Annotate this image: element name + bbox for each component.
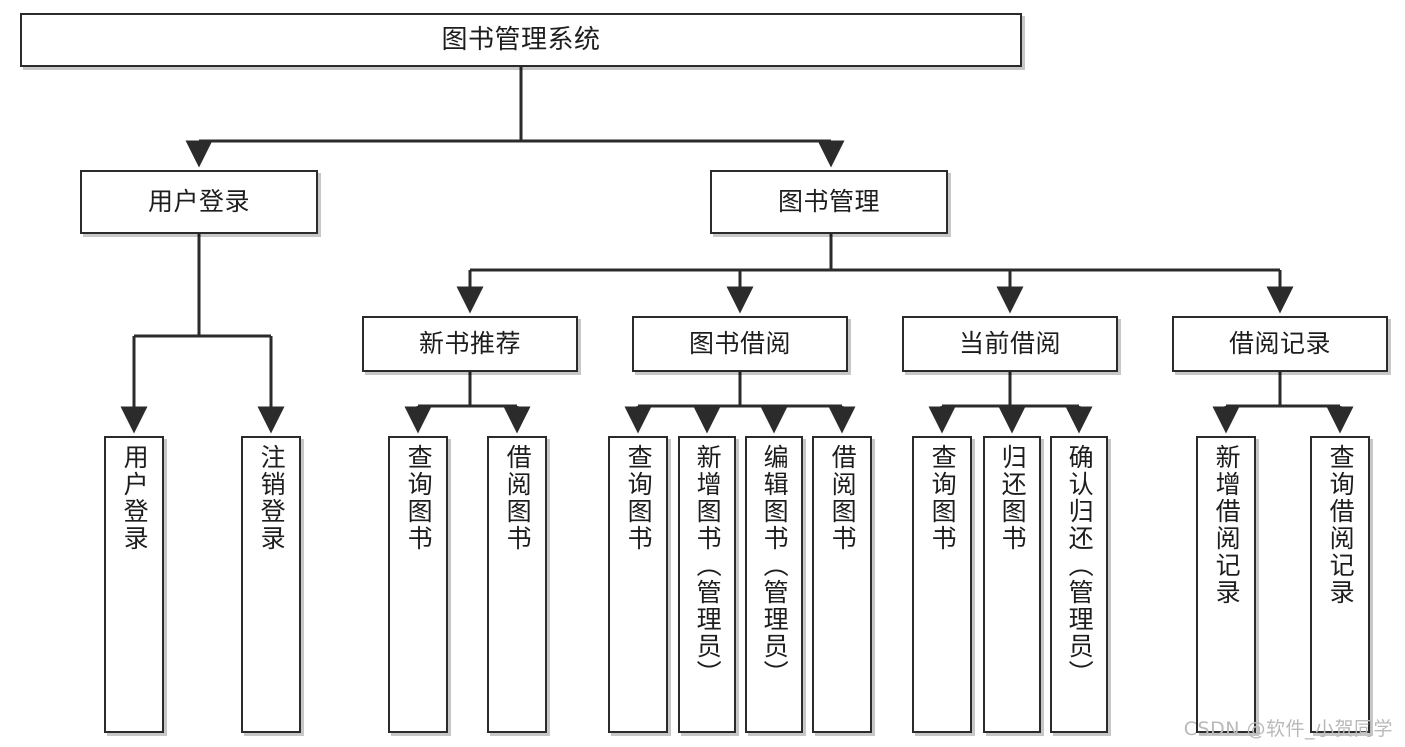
node-label: 编辑图书（管理员） <box>760 444 790 687</box>
node-label: 用户登录 <box>120 444 150 552</box>
node-user-login[interactable]: 用户登录 <box>80 170 318 234</box>
node-leaf-query-book-borrow[interactable]: 查询图书 <box>608 436 668 733</box>
node-leaf-edit-book-admin[interactable]: 编辑图书（管理员） <box>745 436 803 733</box>
node-leaf-borrow-book[interactable]: 借阅图书 <box>812 436 872 733</box>
node-leaf-user-login[interactable]: 用户登录 <box>104 436 164 733</box>
watermark-text: CSDN @软件_小贺同学 <box>1183 718 1393 740</box>
node-label: 归还图书 <box>998 444 1028 552</box>
node-label: 新书推荐 <box>418 329 521 359</box>
node-book-borrow[interactable]: 图书借阅 <box>632 316 848 372</box>
node-leaf-query-book-current[interactable]: 查询图书 <box>912 436 972 733</box>
node-leaf-query-book-recommend[interactable]: 查询图书 <box>388 436 448 733</box>
node-leaf-confirm-return-admin[interactable]: 确认归还（管理员） <box>1050 436 1108 733</box>
node-label: 查询图书 <box>928 444 958 552</box>
node-label: 查询图书 <box>624 444 654 552</box>
node-label: 借阅图书 <box>503 444 533 552</box>
node-leaf-add-book-admin[interactable]: 新增图书（管理员） <box>678 436 736 733</box>
node-label: 借阅记录 <box>1228 329 1331 359</box>
node-leaf-borrow-book-recommend[interactable]: 借阅图书 <box>487 436 547 733</box>
node-leaf-return-book[interactable]: 归还图书 <box>983 436 1041 733</box>
node-leaf-add-borrow-record[interactable]: 新增借阅记录 <box>1196 436 1256 733</box>
node-new-book-recommend[interactable]: 新书推荐 <box>362 316 578 372</box>
node-label: 新增借阅记录 <box>1212 444 1242 606</box>
node-label: 图书管理 <box>777 187 880 217</box>
node-borrow-record[interactable]: 借阅记录 <box>1172 316 1388 372</box>
node-label: 图书管理系统 <box>441 24 601 55</box>
node-current-borrow[interactable]: 当前借阅 <box>902 316 1118 372</box>
node-label: 当前借阅 <box>958 329 1061 359</box>
node-label: 确认归还（管理员） <box>1065 444 1095 687</box>
node-label: 借阅图书 <box>828 444 858 552</box>
node-label: 用户登录 <box>147 187 250 217</box>
node-book-management[interactable]: 图书管理 <box>710 170 948 234</box>
node-label: 查询图书 <box>404 444 434 552</box>
node-label: 新增图书（管理员） <box>693 444 723 687</box>
node-label: 注销登录 <box>257 444 287 552</box>
node-leaf-query-borrow-record[interactable]: 查询借阅记录 <box>1310 436 1370 733</box>
node-root-book-management-system[interactable]: 图书管理系统 <box>20 13 1022 67</box>
node-label: 查询借阅记录 <box>1326 444 1356 606</box>
node-leaf-logout[interactable]: 注销登录 <box>241 436 301 733</box>
node-label: 图书借阅 <box>688 329 791 359</box>
